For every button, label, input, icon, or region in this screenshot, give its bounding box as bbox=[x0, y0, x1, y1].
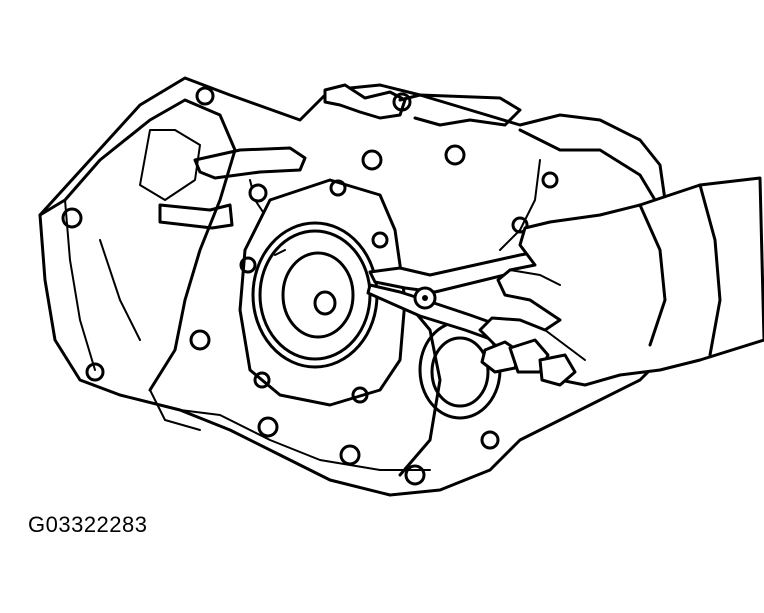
hex-bolt bbox=[257, 416, 279, 438]
case-bolt-hole bbox=[195, 86, 215, 106]
case-left-face bbox=[38, 98, 237, 392]
hex-bolt bbox=[444, 144, 466, 166]
cover-bolt bbox=[239, 256, 257, 274]
cover-bolt bbox=[253, 371, 271, 389]
hex-bolt bbox=[189, 329, 211, 351]
bearing-inner-race bbox=[281, 251, 355, 339]
case-bolt-hole bbox=[511, 216, 529, 234]
cover-bolt bbox=[371, 231, 389, 249]
hex-bolt bbox=[339, 444, 361, 466]
case-right-section bbox=[398, 298, 442, 477]
select-rod bbox=[158, 203, 234, 230]
shift-lever bbox=[323, 83, 407, 120]
shaft-end bbox=[313, 290, 337, 316]
lever-bolt bbox=[392, 92, 412, 112]
technician-hand bbox=[478, 176, 764, 387]
hand-finger bbox=[538, 353, 577, 387]
case-bolt-hole bbox=[541, 171, 559, 189]
hex-bolt bbox=[361, 149, 383, 171]
hex-bolt bbox=[480, 430, 500, 450]
cover-bolt bbox=[351, 386, 369, 404]
hex-bolt bbox=[404, 464, 426, 486]
figure-code: G03322283 bbox=[28, 512, 148, 537]
case-bolt-hole bbox=[61, 207, 83, 229]
case-bolt-hole bbox=[85, 362, 105, 382]
cover-bolt bbox=[329, 179, 347, 197]
hex-bolt bbox=[248, 183, 268, 203]
